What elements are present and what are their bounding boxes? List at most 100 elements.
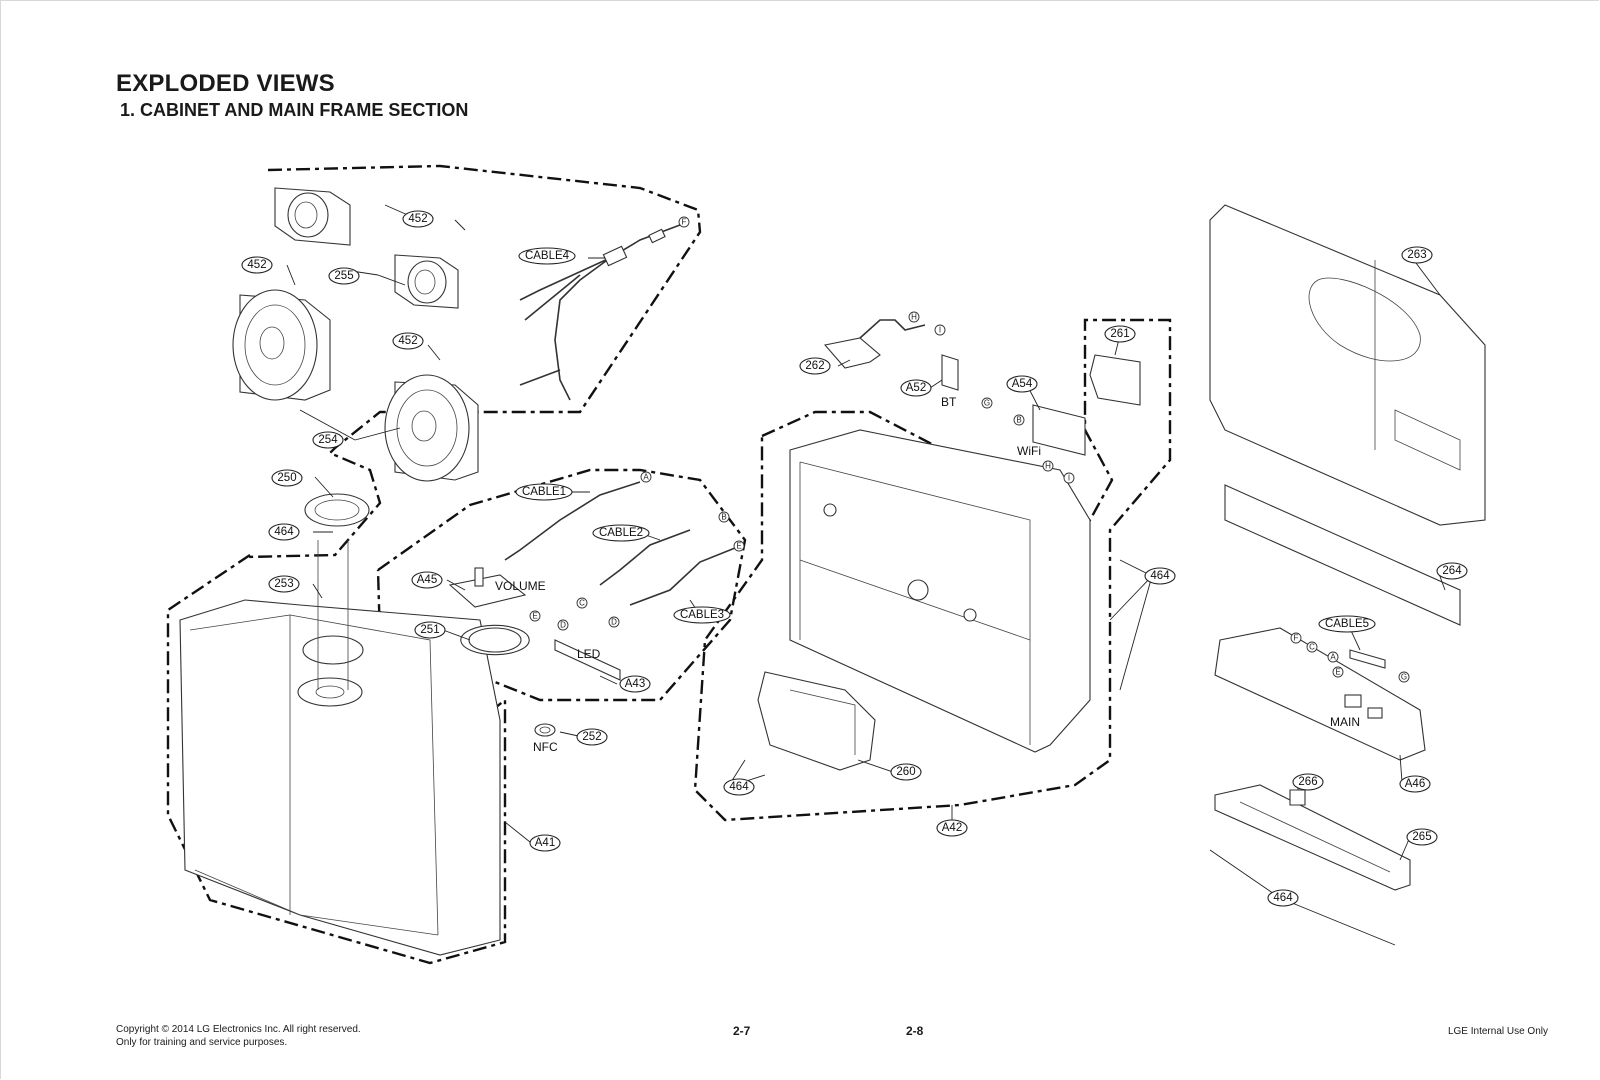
svg-text:A41: A41 [535, 837, 555, 849]
callout-464: 464 [268, 523, 300, 541]
connector-d: D [557, 619, 569, 631]
svg-text:263: 263 [1407, 249, 1426, 261]
callout-cable1: CABLE1 [515, 483, 573, 501]
connector-b: B [718, 511, 730, 523]
svg-text:A42: A42 [942, 822, 962, 834]
svg-text:C: C [1309, 643, 1315, 652]
svg-text:D: D [560, 621, 566, 630]
callout-464: 464 [1267, 889, 1299, 907]
ring-250 [304, 493, 370, 527]
svg-text:255: 255 [334, 270, 353, 282]
connector-b: B [1013, 414, 1025, 426]
callout-452: 452 [402, 210, 434, 228]
svg-text:A52: A52 [906, 382, 926, 394]
label-led: LED [577, 647, 601, 661]
cable-262-wire [859, 319, 926, 339]
label-volume: VOLUME [495, 579, 546, 593]
svg-text:F: F [682, 218, 687, 227]
callout-cable5: CABLE5 [1318, 615, 1376, 633]
svg-text:266: 266 [1298, 776, 1317, 788]
callout-253: 253 [268, 575, 300, 593]
tweeter-left [274, 187, 351, 246]
page-title: EXPLODED VIEWS [116, 70, 335, 97]
copyright-line-2: Only for training and service purposes. [116, 1037, 288, 1048]
svg-text:A54: A54 [1012, 378, 1033, 390]
svg-text:A43: A43 [625, 678, 645, 690]
callout-265: 265 [1406, 828, 1438, 846]
bracket-260 [757, 671, 876, 771]
cable-262 [823, 337, 881, 369]
svg-text:G: G [1401, 673, 1407, 682]
page-number-left: 2-7 [733, 1024, 751, 1038]
internal-use-notice: LGE Internal Use Only [1447, 1026, 1548, 1037]
connector-h: H [1042, 460, 1054, 472]
speaker-group-boundary [246, 164, 702, 559]
svg-text:464: 464 [729, 781, 749, 793]
callout-a52: A52 [900, 379, 932, 397]
callout-a45: A45 [411, 571, 443, 589]
svg-text:I: I [1068, 474, 1070, 483]
callout-452: 452 [241, 256, 273, 274]
svg-text:252: 252 [582, 731, 601, 743]
woofer-right [384, 374, 479, 482]
callout-266: 266 [1292, 773, 1324, 791]
svg-text:260: 260 [896, 766, 915, 778]
main-board-a46 [1214, 627, 1426, 761]
svg-text:452: 452 [398, 335, 417, 347]
connector-e: E [529, 610, 541, 622]
callout-a43: A43 [619, 675, 651, 693]
svg-text:464: 464 [274, 526, 294, 538]
rear-panel-263 [1209, 204, 1486, 526]
cable2-wire [599, 529, 691, 586]
cabinet-group-boundary [166, 554, 507, 965]
svg-text:262: 262 [805, 360, 824, 372]
callout-cable4: CABLE4 [518, 247, 576, 265]
callout-a54: A54 [1006, 375, 1038, 393]
svg-text:D: D [611, 618, 617, 627]
connector-e: E [1332, 666, 1344, 678]
led-part [460, 624, 530, 656]
svg-text:A: A [1330, 653, 1336, 662]
svg-text:452: 452 [408, 213, 427, 225]
callout-252: 252 [576, 728, 608, 746]
connector-g: G [981, 397, 993, 409]
cable4-harness [519, 224, 681, 401]
pad-266 [1289, 789, 1306, 806]
callout-255: 255 [328, 267, 360, 285]
base-plate-265 [1214, 784, 1411, 891]
copyright-notice: Copyright © 2014 LG Electronics Inc. All… [116, 1023, 361, 1049]
svg-text:H: H [911, 313, 917, 322]
label-bt: BT [941, 395, 957, 409]
svg-text:E: E [1335, 668, 1340, 677]
label-nfc: NFC [533, 740, 558, 754]
led-board [554, 639, 621, 681]
svg-text:CABLE1: CABLE1 [522, 486, 566, 498]
connector-g: G [1398, 671, 1410, 683]
callout-250: 250 [271, 469, 303, 487]
callout-a42: A42 [936, 819, 968, 837]
connector-h: H [908, 311, 920, 323]
svg-text:250: 250 [277, 472, 296, 484]
callout-464: 464 [1144, 567, 1176, 585]
svg-text:464: 464 [1273, 892, 1293, 904]
connector-c: C [1306, 641, 1318, 653]
callout-262: 262 [799, 357, 831, 375]
cable5-flat [1349, 649, 1386, 669]
callout-264: 264 [1436, 562, 1468, 580]
svg-text:I: I [939, 326, 941, 335]
callout-263: 263 [1401, 246, 1433, 264]
main-frame-a42 [789, 429, 1091, 753]
nfc-module [534, 723, 556, 737]
connector-i: I [934, 324, 946, 336]
svg-text:452: 452 [247, 259, 266, 271]
page-number-right: 2-8 [906, 1024, 924, 1038]
bt-module-a52 [941, 354, 959, 391]
section-title: 1. CABINET AND MAIN FRAME SECTION [120, 100, 469, 120]
callout-254: 254 [312, 431, 344, 449]
svg-text:265: 265 [1412, 831, 1431, 843]
svg-text:CABLE2: CABLE2 [599, 527, 643, 539]
svg-text:C: C [579, 599, 585, 608]
callout-452: 452 [392, 332, 424, 350]
